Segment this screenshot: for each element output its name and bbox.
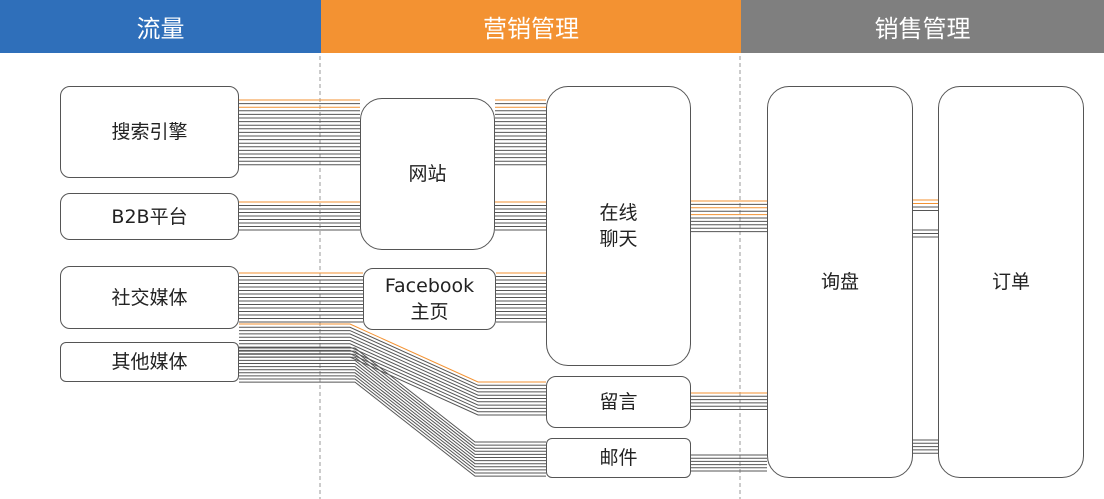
channel-message-label: 留言	[599, 391, 638, 413]
flow-to-email-line	[239, 369, 546, 465]
source-b2b-platform-label: B2B平台	[111, 205, 188, 228]
flow-to-message-line	[239, 349, 546, 409]
channel-website: 网站	[360, 98, 495, 250]
flow-to-message-line	[239, 346, 546, 406]
flow-to-email-line	[239, 363, 546, 458]
flow-to-message-line	[239, 343, 546, 403]
source-search-engine: 搜索引擎	[60, 86, 239, 178]
flow-to-message-line	[239, 353, 546, 413]
sales-order: 订单	[938, 86, 1084, 478]
flow-to-message-line	[239, 356, 546, 416]
flow-to-message-line	[239, 330, 546, 390]
channel-online-chat-label: 在线 聊天	[599, 202, 638, 250]
header-traffic-label: 流量	[136, 15, 185, 43]
flow-to-email-line	[239, 350, 546, 446]
header-marketing-label: 营销管理	[483, 15, 579, 43]
flow-to-message-line	[239, 326, 546, 386]
flow-to-message-line	[239, 340, 546, 399]
source-search-engine-label: 搜索引擎	[111, 121, 188, 143]
flow-to-email-line	[239, 366, 546, 462]
sales-inquiry: 询盘	[767, 86, 913, 478]
channel-facebook-page: Facebook 主页	[363, 268, 496, 330]
channel-facebook-page-label: Facebook 主页	[384, 275, 475, 323]
flow-to-email-line	[239, 347, 546, 443]
source-b2b-platform: B2B平台	[60, 193, 239, 240]
header-marketing: 营销管理	[321, 0, 741, 53]
flow-to-email-line	[239, 359, 546, 455]
header-traffic: 流量	[0, 0, 321, 53]
channel-email-label: 邮件	[599, 447, 638, 469]
channel-online-chat: 在线 聊天	[546, 86, 691, 366]
flow-to-email-line	[239, 378, 546, 474]
flow-to-email-line	[239, 356, 546, 452]
flow-to-email-line	[239, 372, 546, 468]
source-social-media-label: 社交媒体	[111, 286, 188, 309]
source-other-media-label: 其他媒体	[111, 351, 188, 373]
header-sales: 销售管理	[741, 0, 1104, 53]
flow-to-message-line	[239, 323, 546, 383]
channel-website-label: 网站	[408, 163, 447, 185]
channel-email: 邮件	[546, 438, 691, 478]
flow-to-email-line	[239, 375, 546, 471]
header-sales-label: 销售管理	[874, 15, 971, 43]
flow-to-email-line	[239, 353, 546, 449]
flow-to-email-line	[239, 381, 546, 477]
sales-order-label: 订单	[991, 271, 1030, 293]
channel-message: 留言	[546, 376, 691, 428]
source-other-media: 其他媒体	[60, 342, 239, 382]
flow-to-message-line	[239, 336, 546, 396]
sales-inquiry-label: 询盘	[820, 271, 859, 293]
flow-to-message-line	[239, 333, 546, 393]
source-social-media: 社交媒体	[60, 266, 239, 329]
